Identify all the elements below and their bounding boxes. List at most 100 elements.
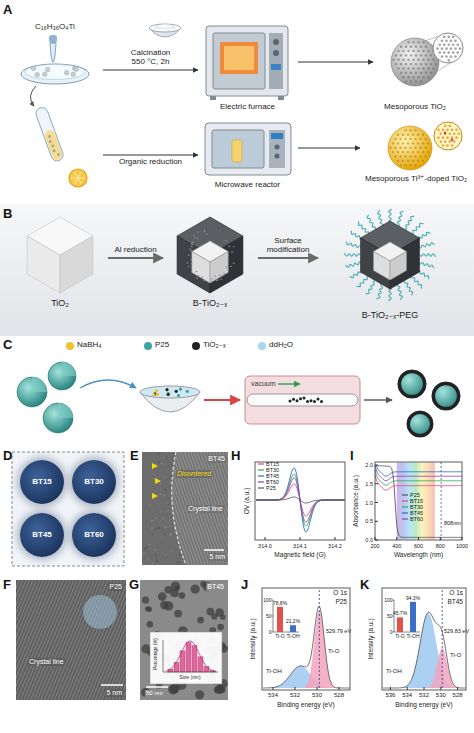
figure-label: Wavelength (nm) xyxy=(394,551,443,558)
pore xyxy=(448,140,451,143)
lattice-fringe xyxy=(136,452,176,565)
peg-chain xyxy=(344,254,360,257)
tick xyxy=(393,600,395,601)
lattice-fringe xyxy=(117,452,157,565)
pore xyxy=(444,132,447,135)
lattice-fringe xyxy=(126,580,127,700)
pore xyxy=(417,59,419,61)
figure-label: 21.2% xyxy=(286,619,300,625)
tem-noise xyxy=(164,488,166,490)
surface-grain xyxy=(191,243,193,245)
pore xyxy=(394,147,396,149)
tem-noise xyxy=(162,530,163,531)
microwave-body xyxy=(205,123,291,175)
surface-grain xyxy=(220,278,222,280)
figure-label: Absorbance (a.u.) xyxy=(352,475,359,527)
surface-grain xyxy=(198,275,200,277)
particle xyxy=(57,153,61,157)
pore xyxy=(412,134,414,136)
inset-axes xyxy=(273,600,299,632)
legend-swatch xyxy=(144,342,152,350)
tick xyxy=(265,537,266,540)
tem-noise xyxy=(155,554,157,556)
tem-noise xyxy=(158,452,160,454)
pore xyxy=(399,147,401,149)
histogram-bar xyxy=(168,669,173,672)
lattice-ground xyxy=(142,452,228,565)
pore xyxy=(399,155,401,157)
pore xyxy=(417,50,419,52)
tick xyxy=(375,465,378,466)
pore xyxy=(443,43,446,46)
knob xyxy=(275,154,280,159)
histogram-bar xyxy=(174,662,179,672)
peg-chain xyxy=(346,242,361,248)
illustration-node: TiO₂ xyxy=(15,212,105,308)
tem-noise xyxy=(153,485,154,486)
tube-liquid xyxy=(44,129,64,162)
figure-label: 78.8% xyxy=(273,601,287,607)
illustration-node: Mesoporous Ti³⁺-doped TiO₂ xyxy=(362,118,470,183)
pore xyxy=(402,50,404,52)
pore xyxy=(441,40,444,43)
node-label: BT60 xyxy=(84,530,104,539)
tem-noise xyxy=(161,463,163,465)
cube-face xyxy=(60,236,93,293)
arrow xyxy=(80,380,136,388)
tem-noise xyxy=(163,466,165,468)
pore xyxy=(410,54,412,56)
pore xyxy=(453,140,456,143)
pore xyxy=(417,134,419,136)
lattice-fringe xyxy=(116,580,126,700)
pore xyxy=(439,132,442,135)
surface-grain xyxy=(190,250,192,252)
pore xyxy=(399,138,401,140)
figure-label: Ti-O xyxy=(275,634,285,640)
surface-grain xyxy=(191,263,193,265)
mesoporous-sphere xyxy=(391,38,439,86)
tube-furnace xyxy=(245,376,360,424)
tem-noise xyxy=(167,510,168,511)
microwave-window xyxy=(212,130,264,168)
pore xyxy=(450,40,453,43)
pore xyxy=(422,160,424,162)
pore xyxy=(397,50,399,52)
figure-label: 5 nm xyxy=(105,689,123,697)
pore xyxy=(392,59,394,61)
figure-label: Binding energy (eV) xyxy=(277,701,334,708)
nanoparticle xyxy=(142,644,151,653)
lattice-fringe xyxy=(184,452,224,565)
pore xyxy=(412,41,414,43)
pointer-arrowhead xyxy=(152,463,158,469)
furnace-glow xyxy=(224,46,254,70)
figure-label: 50 xyxy=(387,614,393,620)
inset-axes xyxy=(163,640,218,672)
node-label: Electric furnace xyxy=(220,102,275,111)
lattice-fringe xyxy=(16,580,36,700)
mortar-liquid xyxy=(140,386,200,398)
particle xyxy=(52,149,56,153)
pore xyxy=(452,43,455,46)
pore xyxy=(422,142,424,144)
pore xyxy=(430,72,432,74)
pore xyxy=(415,63,417,65)
pore xyxy=(407,41,409,43)
pore xyxy=(424,155,426,157)
leg xyxy=(210,96,216,100)
petri-dish xyxy=(21,64,89,84)
peg-chain xyxy=(411,223,423,234)
figure-label: 532 xyxy=(290,692,300,699)
peg-chain xyxy=(398,211,404,226)
fraction-bar xyxy=(277,607,283,632)
surface-grain xyxy=(189,248,191,250)
pore xyxy=(410,46,412,48)
lattice-fringe xyxy=(124,452,164,565)
tem-noise xyxy=(158,527,160,529)
nanoparticle xyxy=(145,606,150,611)
tem-noise xyxy=(146,559,148,561)
tem-noise xyxy=(169,526,170,527)
tick xyxy=(339,687,340,690)
lattice-fringe xyxy=(239,452,279,565)
tem-noise xyxy=(164,553,166,555)
tem-noise xyxy=(162,553,164,555)
